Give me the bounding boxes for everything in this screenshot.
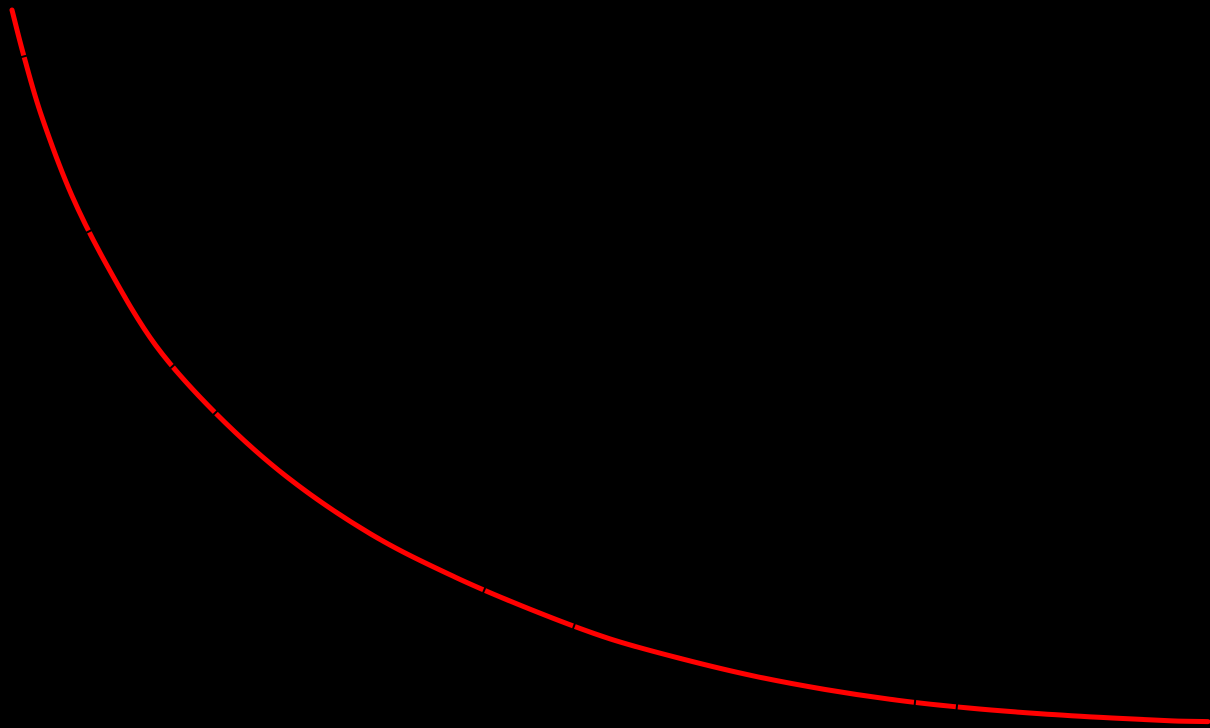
series-tick-mark-0 (19, 54, 29, 59)
series-tick-mark-4 (481, 585, 487, 594)
series-line-0 (9, 7, 1210, 725)
series-tick-mark-3 (211, 409, 219, 417)
series-tick-mark-7 (955, 702, 959, 711)
series-tick-mark-2 (169, 362, 178, 369)
series-tick-mark-6 (913, 698, 917, 707)
series-layer (9, 7, 1210, 725)
series-tick-mark-5 (571, 621, 577, 630)
series-tick-mark-1 (85, 228, 94, 234)
